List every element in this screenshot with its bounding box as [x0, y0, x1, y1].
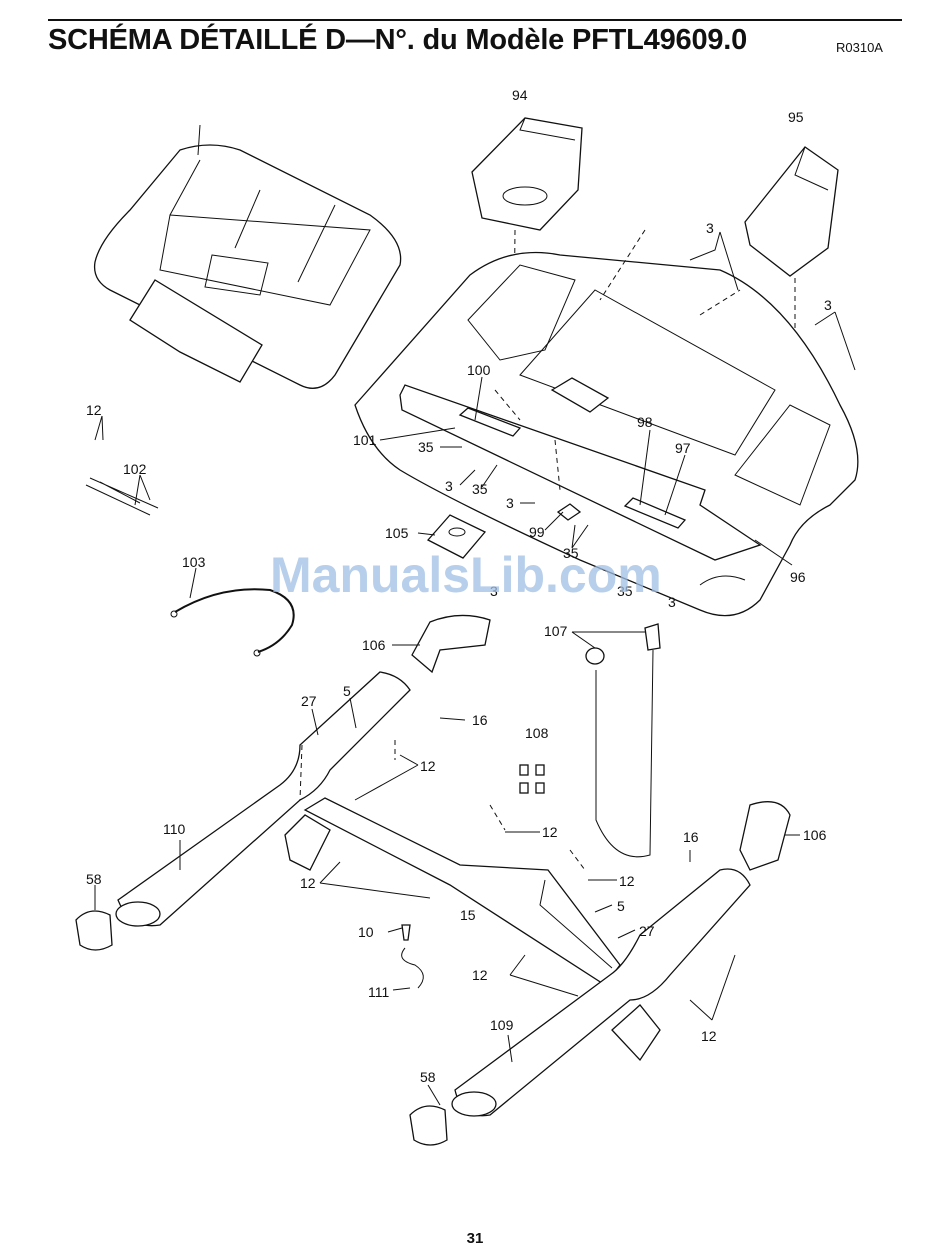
- callout-106: 106: [362, 637, 386, 653]
- callout-12: 12: [701, 1028, 717, 1044]
- callout-3: 3: [706, 220, 714, 236]
- callout-15: 15: [460, 907, 476, 923]
- callout-108: 108: [525, 725, 549, 741]
- callout-110: 110: [163, 821, 186, 837]
- clips-108: [520, 765, 544, 793]
- crossbar-15: [305, 798, 620, 985]
- end-cap-58-right: [410, 1106, 447, 1145]
- upright-110: [116, 672, 410, 926]
- callout-16: 16: [683, 829, 699, 845]
- callout-35: 35: [472, 481, 488, 497]
- callout-109: 109: [490, 1017, 514, 1033]
- cover-106-right: [740, 802, 790, 870]
- callout-5: 5: [343, 683, 351, 699]
- wire-111: [402, 925, 424, 988]
- callout-16: 16: [472, 712, 488, 728]
- callout-12: 12: [420, 758, 436, 774]
- callout-106: 106: [803, 827, 827, 843]
- callout-3: 3: [506, 495, 514, 511]
- callout-111: 111: [368, 984, 389, 1000]
- callout-3: 3: [824, 297, 832, 313]
- wire-102: [86, 478, 158, 515]
- callout-12: 12: [619, 873, 635, 889]
- console-cover: [95, 125, 401, 388]
- callout-94: 94: [512, 87, 528, 103]
- callout-99: 99: [529, 524, 545, 540]
- callout-12: 12: [86, 402, 102, 418]
- callout-3: 3: [668, 594, 676, 610]
- callout-58: 58: [86, 871, 102, 887]
- callout-12: 12: [300, 875, 316, 891]
- tie-107: [586, 624, 660, 857]
- callout-95: 95: [788, 109, 804, 125]
- callout-58: 58: [420, 1069, 436, 1085]
- callout-105: 105: [385, 525, 409, 541]
- callout-102: 102: [123, 461, 147, 477]
- callout-103: 103: [182, 554, 206, 570]
- end-cap-58-left: [76, 911, 112, 950]
- callout-10: 10: [358, 924, 374, 940]
- callout-100: 100: [467, 362, 491, 378]
- callout-97: 97: [675, 440, 691, 456]
- cover-106-left: [412, 615, 490, 672]
- callout-35: 35: [418, 439, 434, 455]
- callout-107: 107: [544, 623, 568, 639]
- callout-5: 5: [617, 898, 625, 914]
- callout-12: 12: [542, 824, 558, 840]
- callout-96: 96: [790, 569, 806, 585]
- callout-27: 27: [639, 923, 655, 939]
- callout-12: 12: [472, 967, 488, 983]
- page-number: 31: [0, 1230, 950, 1247]
- callout-98: 98: [637, 414, 653, 430]
- watermark-text: ManualsLib.com: [270, 547, 662, 603]
- callout-3: 3: [445, 478, 453, 494]
- callout-101: 101: [353, 432, 377, 448]
- callout-27: 27: [301, 693, 317, 709]
